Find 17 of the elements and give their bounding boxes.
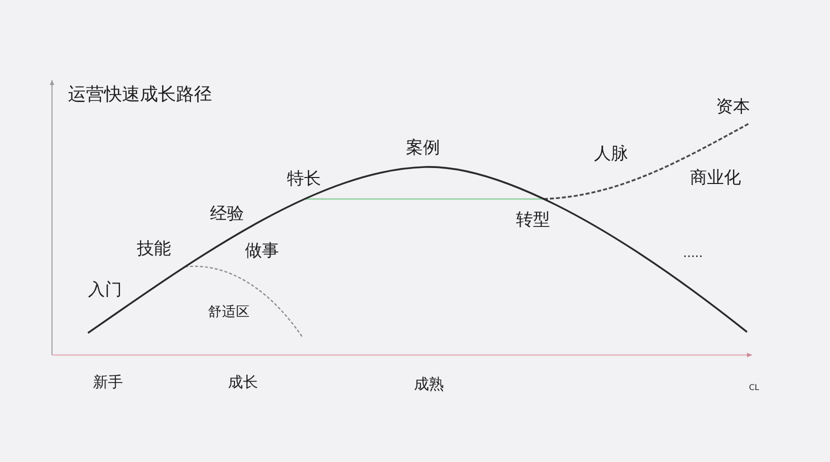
curve-label: 转型 [516,211,550,230]
axis-label: 成长 [228,374,258,390]
axis-label: CL [749,384,760,393]
curve-label: 商业化 [690,169,741,188]
chart-title: 运营快速成长路径 [68,85,212,105]
zone-label: 舒适区 [208,305,250,320]
curve-label: 技能 [137,240,171,259]
curve-label: 资本 [716,98,750,117]
axis-label: 新手 [93,374,123,390]
curve-label: 入门 [88,281,122,300]
curve-label: 特长 [287,170,321,189]
curve-label: 做事 [245,242,279,261]
curve-label: 经验 [210,205,244,224]
axis-label: 成熟 [414,376,444,392]
curve-label: 案例 [406,139,440,158]
ellipsis: ..... [683,246,703,260]
curve-label: 人脉 [594,145,628,164]
